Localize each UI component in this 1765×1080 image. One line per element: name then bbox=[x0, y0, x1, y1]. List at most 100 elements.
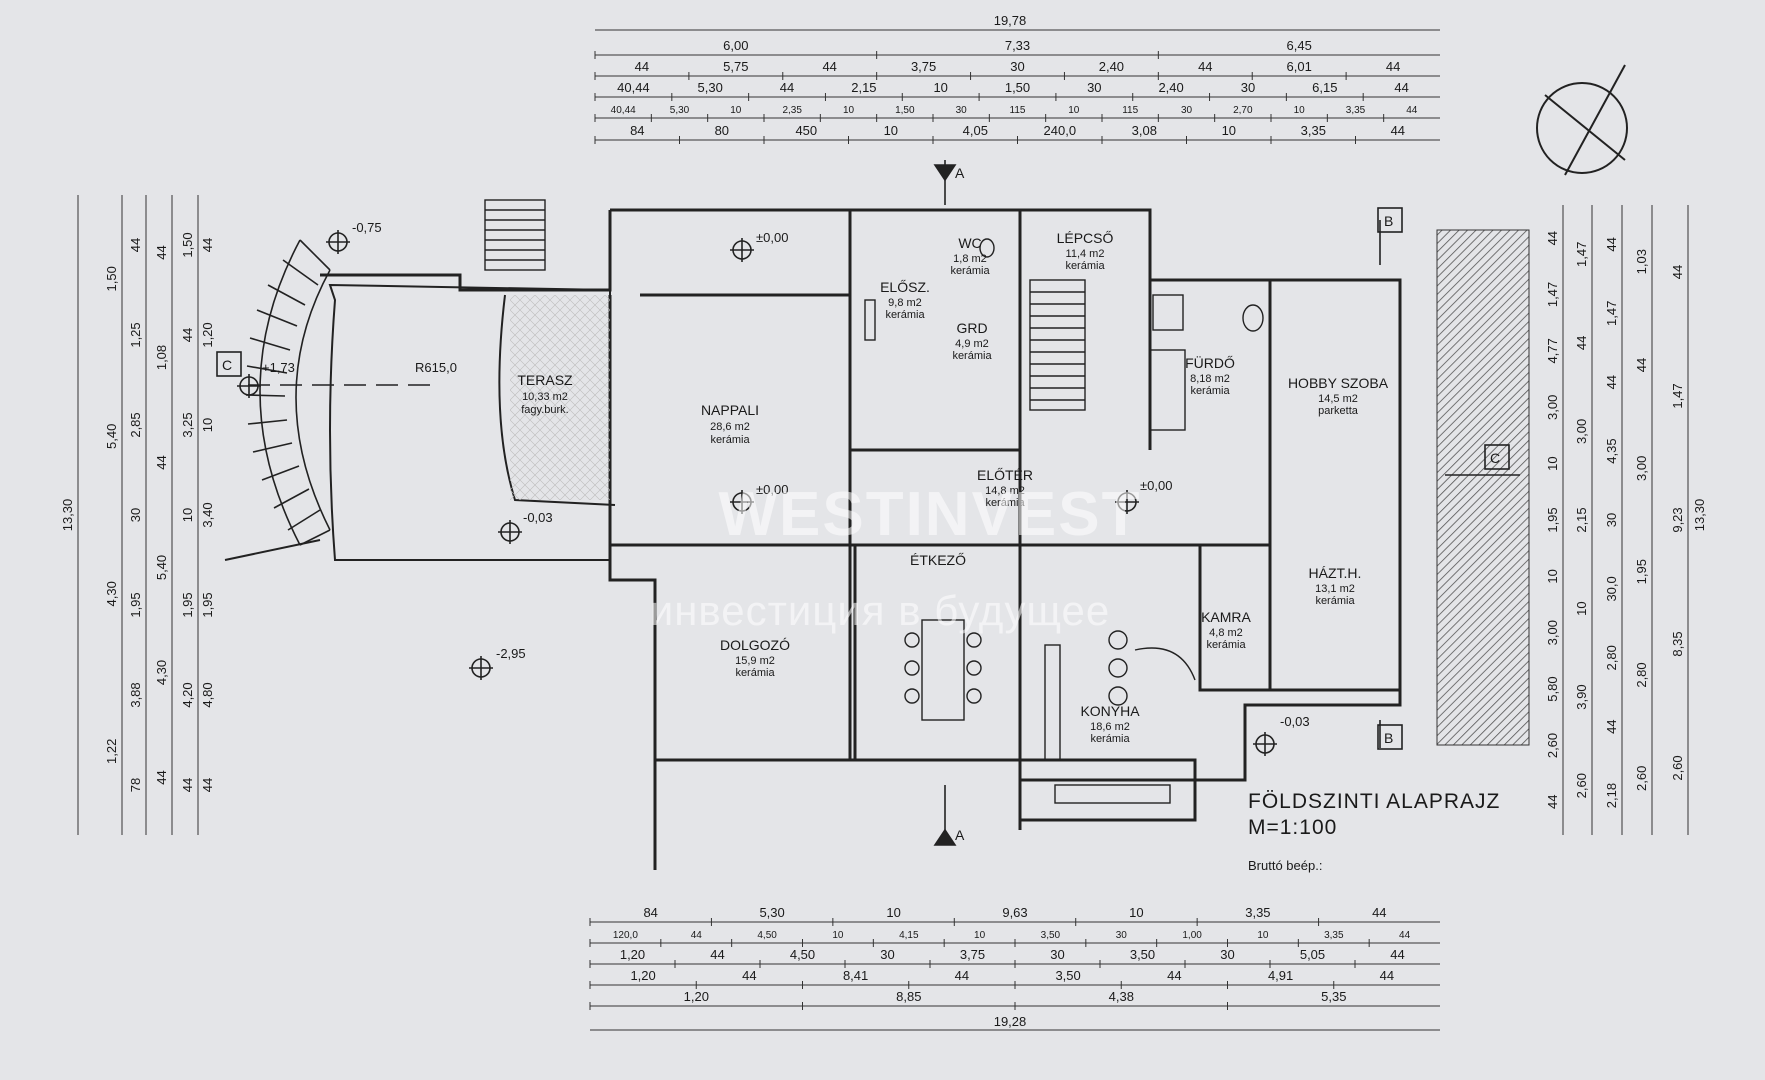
room-eloter: ELŐTÉR 14,8 m2 kerámia bbox=[977, 467, 1033, 509]
level-marker-icon bbox=[469, 656, 493, 680]
room-name: FÜRDŐ bbox=[1185, 354, 1235, 371]
bottom-dim-label: 44 bbox=[1399, 930, 1411, 941]
right-dim-label: 10 bbox=[1574, 601, 1589, 615]
bottom-dim-label: 5,35 bbox=[1321, 989, 1346, 1004]
room-terasz: TERASZ 10,33 m2 fagy.burk. bbox=[517, 372, 573, 416]
room-name: ÉTKEZŐ bbox=[910, 552, 966, 568]
top-dim-label: 2,40 bbox=[1099, 59, 1124, 74]
top-dim-label: 30 bbox=[956, 105, 968, 116]
room-name: HOBBY SZOBA bbox=[1288, 375, 1389, 391]
top-dim-label: 30 bbox=[1010, 59, 1024, 74]
room-name: TERASZ bbox=[517, 372, 573, 388]
watermark-slogan: инвестиция в будущее bbox=[650, 587, 1111, 634]
bottom-dim-label: 84 bbox=[643, 905, 657, 920]
bottom-dim-label: 30 bbox=[1116, 930, 1128, 941]
room-floor: kerámia bbox=[885, 309, 925, 321]
right-dim-label: 2,60 bbox=[1634, 766, 1649, 791]
bottom-dim-label: 10 bbox=[832, 930, 844, 941]
left-dimension-lines bbox=[77, 195, 199, 835]
room-haztartasi: HÁZT.H. 13,1 m2 kerámia bbox=[1309, 565, 1362, 607]
bottom-dim-label: 10 bbox=[886, 905, 900, 920]
dim-top-total: 19,78 bbox=[994, 13, 1027, 28]
top-dim-label: 3,35 bbox=[1346, 105, 1366, 116]
right-dim-label: 3,90 bbox=[1574, 684, 1589, 709]
left-dim-label: 30 bbox=[128, 508, 143, 522]
top-dim-label: 44 bbox=[1391, 123, 1405, 138]
top-dim-label: 5,75 bbox=[723, 59, 748, 74]
left-dim-label: 1,95 bbox=[128, 592, 143, 617]
top-dim-label: 450 bbox=[795, 123, 817, 138]
room-area: 15,9 m2 bbox=[735, 655, 775, 667]
top-dim-label: 115 bbox=[1122, 105, 1138, 116]
right-dim-label: 44 bbox=[1604, 719, 1619, 733]
bottom-dim-label: 44 bbox=[1390, 947, 1404, 962]
top-dim-label: 10 bbox=[1068, 105, 1080, 116]
section-mark-c-right: C bbox=[1490, 450, 1500, 466]
top-dim-label: 2,70 bbox=[1233, 105, 1253, 116]
right-dim-label: 44 bbox=[1545, 795, 1560, 809]
top-dim-label: 10 bbox=[933, 80, 947, 95]
left-dim-label: 5,40 bbox=[154, 555, 169, 580]
bottom-dim-label: 4,38 bbox=[1109, 989, 1134, 1004]
right-dim-label: 1,47 bbox=[1670, 383, 1685, 408]
room-floor: kerámia bbox=[1315, 595, 1355, 607]
level-label: +1,73 bbox=[262, 360, 295, 375]
bottom-dim-label: 1,20 bbox=[630, 968, 655, 983]
section-lines bbox=[216, 160, 1520, 846]
right-dim-label: 1,47 bbox=[1574, 242, 1589, 267]
right-dim-label: 1,95 bbox=[1634, 559, 1649, 584]
top-dim-label: 3,35 bbox=[1301, 123, 1326, 138]
top-dim-label: 84 bbox=[630, 123, 644, 138]
left-dim-label: 1,95 bbox=[200, 592, 215, 617]
room-grd: GRD 4,9 m2 kerámia bbox=[952, 320, 992, 362]
room-hobby-szoba: HOBBY SZOBA 14,5 m2 parketta bbox=[1288, 375, 1389, 417]
room-furdo: FÜRDŐ 8,18 m2 kerámia bbox=[1185, 354, 1235, 397]
bottom-dim-label: 4,15 bbox=[899, 930, 919, 941]
right-dim-label: 1,47 bbox=[1545, 282, 1560, 307]
room-floor: fagy.burk. bbox=[521, 404, 569, 416]
left-dim-label: 1,20 bbox=[200, 322, 215, 347]
left-dim-label: 5,40 bbox=[104, 424, 119, 449]
top-dim-label: 240,0 bbox=[1044, 123, 1077, 138]
top-dim-label: 7,33 bbox=[1005, 38, 1030, 53]
left-dim-label: 4,80 bbox=[200, 682, 215, 707]
top-dim-label: 30 bbox=[1181, 105, 1193, 116]
left-dim-label: 44 bbox=[154, 455, 169, 469]
right-dim-label: 44 bbox=[1670, 265, 1685, 279]
room-dolgozo: DOLGOZÓ 15,9 m2 kerámia bbox=[720, 637, 790, 679]
level-label: -0,75 bbox=[352, 220, 382, 235]
bottom-dim-label: 44 bbox=[1167, 968, 1181, 983]
left-dim-label: 44 bbox=[180, 328, 195, 342]
left-dim-label: 1,22 bbox=[104, 739, 119, 764]
terrace-tile-pattern bbox=[510, 295, 610, 500]
bottom-dim-label: 3,35 bbox=[1245, 905, 1270, 920]
level-label: -0,03 bbox=[1280, 714, 1310, 729]
top-dim-label: 10 bbox=[1222, 123, 1236, 138]
section-mark-c-left: C bbox=[222, 357, 232, 373]
bottom-dim-label: 5,30 bbox=[759, 905, 784, 920]
room-floor: kerámia bbox=[1190, 385, 1230, 397]
bottom-dim-label: 44 bbox=[1380, 968, 1394, 983]
right-dim-label: 4,77 bbox=[1545, 338, 1560, 363]
dim-left-total: 13,30 bbox=[60, 499, 75, 532]
level-marker-icon bbox=[730, 238, 754, 262]
top-dim-label: 6,45 bbox=[1287, 38, 1312, 53]
room-area: 14,5 m2 bbox=[1318, 393, 1358, 405]
right-dim-label: 3,00 bbox=[1545, 620, 1560, 645]
top-dim-label: 44 bbox=[1198, 59, 1212, 74]
bottom-dim-label: 1,00 bbox=[1182, 930, 1202, 941]
right-dim-label: 1,95 bbox=[1545, 507, 1560, 532]
room-floor: kerámia bbox=[985, 497, 1025, 509]
bottom-dim-label: 4,91 bbox=[1268, 968, 1293, 983]
top-dim-label: 44 bbox=[780, 80, 794, 95]
left-dim-label: 44 bbox=[128, 238, 143, 252]
room-name: NAPPALI bbox=[701, 402, 759, 418]
top-dim-label: 30 bbox=[1087, 80, 1101, 95]
top-dim-label: 4,05 bbox=[963, 123, 988, 138]
top-dim-label: 6,00 bbox=[723, 38, 748, 53]
room-floor: kerámia bbox=[710, 434, 750, 446]
room-area: 4,9 m2 bbox=[955, 338, 989, 350]
right-dim-label: 3,00 bbox=[1634, 456, 1649, 481]
top-dim-label: 1,50 bbox=[1005, 80, 1030, 95]
